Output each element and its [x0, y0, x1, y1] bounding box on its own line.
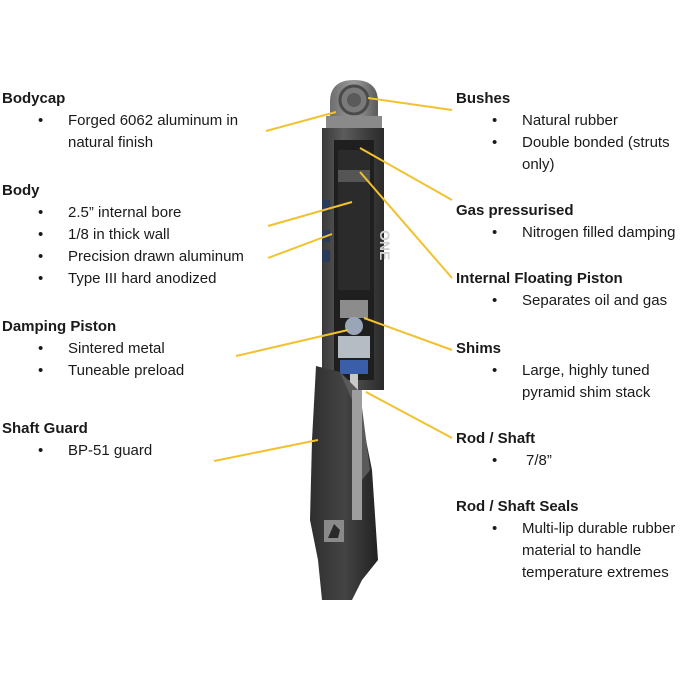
callout-title: Gas pressurised	[456, 202, 574, 219]
callout-items: •Natural rubber •Double bonded (struts o…	[456, 110, 696, 176]
leader-body-2	[267, 233, 333, 259]
callout-title: Shims	[456, 340, 502, 357]
leader-bushes	[367, 97, 453, 111]
callout-shaft-guard: Shaft Guard •BP-51 guard	[2, 418, 152, 462]
leader-rod	[365, 391, 453, 439]
list-item: •1/8 in thick wall	[38, 226, 170, 243]
callout-items: •Forged 6062 aluminum in natural finish	[2, 110, 278, 154]
list-item: •Separates oil and gas	[492, 292, 668, 309]
list-item: •BP-51 guard	[38, 442, 153, 459]
leader-bodycap	[265, 111, 337, 132]
list-item: •Natural rubber	[492, 112, 618, 129]
list-item: •Large, highly tuned pyramid shim stack	[492, 362, 651, 401]
callout-damping-piston: Damping Piston •Sintered metal •Tuneable…	[2, 316, 184, 382]
list-item: •Sintered metal	[38, 340, 165, 357]
callout-items: •2.5” internal bore •1/8 in thick wall •…	[2, 202, 244, 290]
callout-items: •7/8”	[456, 450, 552, 472]
list-item: •Tuneable preload	[38, 362, 185, 379]
callout-internal-floating-piston: Internal Floating Piston •Separates oil …	[456, 268, 667, 312]
list-item: •Double bonded (struts only)	[492, 134, 670, 173]
leader-lines	[213, 97, 453, 462]
list-item: •2.5” internal bore	[38, 204, 182, 221]
leader-damping	[235, 329, 349, 357]
leader-gas	[359, 147, 453, 201]
callout-title: Bushes	[456, 90, 511, 107]
callout-bushes: Bushes •Natural rubber •Double bonded (s…	[456, 88, 696, 176]
callout-items: •Separates oil and gas	[456, 290, 667, 312]
callout-title: Shaft Guard	[2, 420, 88, 437]
callout-title: Body	[2, 182, 40, 199]
callout-title: Internal Floating Piston	[456, 270, 623, 287]
leader-body	[267, 201, 353, 227]
shaft-guard	[310, 366, 378, 600]
callout-body: Body •2.5” internal bore •1/8 in thick w…	[2, 180, 244, 290]
list-item: •Type III hard anodized	[38, 270, 217, 287]
product-label: ONE	[377, 230, 393, 260]
callout-gas-pressurised: Gas pressurised •Nitrogen filled damping	[456, 200, 675, 244]
leader-shaft-guard	[213, 439, 319, 462]
callout-items: •Nitrogen filled damping	[456, 222, 675, 244]
damping-piston	[338, 300, 370, 394]
bodycap	[326, 80, 382, 130]
callout-items: •Large, highly tuned pyramid shim stack	[456, 360, 696, 404]
internal-floating-piston	[338, 170, 370, 182]
list-item: •Forged 6062 aluminum in natural finish	[38, 112, 239, 151]
list-item: •Nitrogen filled damping	[492, 224, 676, 241]
rod-shaft	[352, 390, 362, 520]
callout-bodycap: Bodycap •Forged 6062 aluminum in natural…	[2, 88, 278, 154]
callout-title: Bodycap	[2, 90, 66, 107]
leader-ifp	[359, 171, 453, 279]
list-item: •Multi-lip durable rubber material to ha…	[492, 520, 676, 581]
callout-rod-shaft: Rod / Shaft •7/8”	[456, 428, 552, 472]
callout-title: Damping Piston	[2, 318, 117, 335]
callout-title: Rod / Shaft Seals	[456, 498, 579, 515]
callout-items: •Multi-lip durable rubber material to ha…	[456, 518, 698, 584]
callout-items: •Sintered metal •Tuneable preload	[2, 338, 184, 382]
callout-rod-shaft-seals: Rod / Shaft Seals •Multi-lip durable rub…	[456, 496, 698, 584]
callout-items: •BP-51 guard	[2, 440, 152, 462]
callout-title: Rod / Shaft	[456, 430, 536, 447]
list-item: •Precision drawn aluminum	[38, 248, 244, 265]
list-item: •7/8”	[492, 452, 552, 469]
callout-shims: Shims •Large, highly tuned pyramid shim …	[456, 338, 696, 404]
leader-shims	[363, 317, 453, 351]
